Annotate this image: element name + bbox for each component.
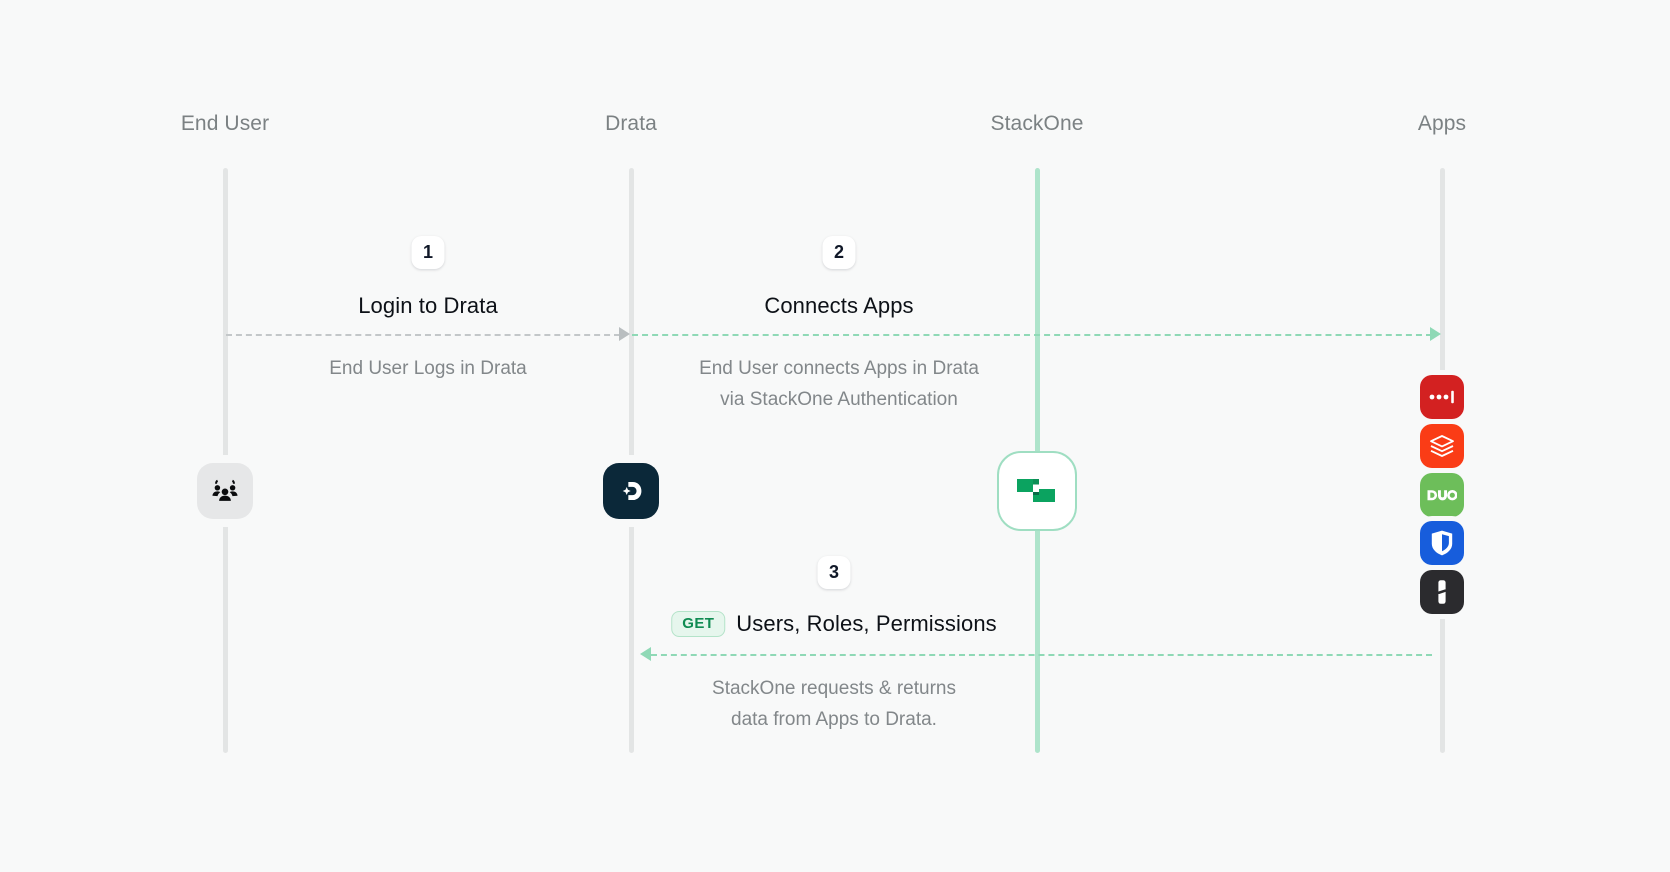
- actor-node-end-user[interactable]: [189, 455, 261, 527]
- bitwarden-icon: [1420, 521, 1464, 565]
- 1password-icon: [1420, 570, 1464, 614]
- duo-icon: [1420, 473, 1464, 517]
- http-method-badge-get: GET: [671, 611, 726, 637]
- drata-logo-icon: [603, 463, 659, 519]
- users-group-icon: [197, 463, 253, 519]
- keeper-icon: [1420, 424, 1464, 468]
- app-icon-bitwarden[interactable]: [1415, 516, 1469, 570]
- actor-node-drata[interactable]: [595, 455, 667, 527]
- message-caption-3: StackOne requests & returns data from Ap…: [712, 678, 956, 730]
- message-caption-1: End User Logs in Drata: [329, 358, 527, 379]
- message-caption-2: End User connects Apps in Drata via Stac…: [699, 358, 979, 410]
- actor-node-stackone[interactable]: [997, 451, 1077, 531]
- message-arrow-line-3: [651, 654, 1432, 656]
- message-title-3: GET Users, Roles, Permissions: [671, 611, 997, 637]
- app-icon-lastpass[interactable]: [1415, 370, 1469, 424]
- app-icon-keeper[interactable]: [1415, 419, 1469, 473]
- message-arrowhead-1: [619, 327, 630, 341]
- message-title-text-1: Login to Drata: [358, 293, 498, 318]
- stackone-logo-icon: [997, 451, 1077, 531]
- message-arrow-line-2: [632, 334, 1432, 336]
- actor-label-stackone: StackOne: [990, 112, 1084, 135]
- app-icon-1password[interactable]: [1415, 565, 1469, 619]
- actor-label-drata: Drata: [605, 112, 657, 135]
- message-title-text-2: Connects Apps: [764, 293, 914, 318]
- step-badge-1: 1: [411, 236, 445, 269]
- app-icon-duo[interactable]: [1415, 468, 1469, 522]
- message-title-1: Login to Drata: [358, 293, 498, 319]
- lastpass-icon: [1420, 375, 1464, 419]
- actor-label-end-user: End User: [180, 112, 270, 135]
- message-arrow-line-1: [226, 334, 620, 336]
- message-title-2: Connects Apps: [764, 293, 913, 319]
- message-title-text-3: Users, Roles, Permissions: [736, 611, 997, 636]
- message-arrowhead-2: [1430, 327, 1441, 341]
- step-badge-3: 3: [817, 556, 851, 589]
- message-arrowhead-3: [640, 647, 651, 661]
- step-badge-2: 2: [822, 236, 856, 269]
- actor-label-apps: Apps: [1417, 112, 1467, 135]
